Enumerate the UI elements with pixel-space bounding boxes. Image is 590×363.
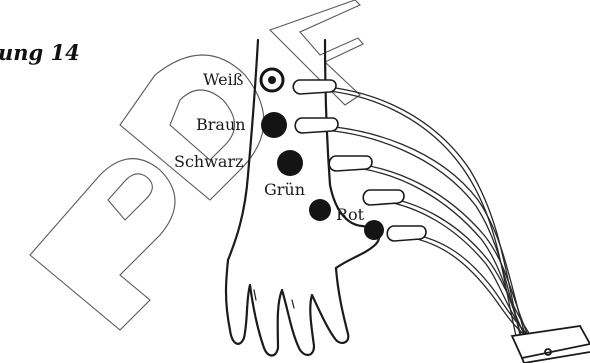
electrode-label-gruen: Grün — [264, 182, 305, 198]
electrode-green — [309, 199, 331, 221]
electrode-red — [364, 220, 384, 240]
electrode-label-braun: Braun — [196, 117, 246, 133]
electrode-label-weiss: Weiß — [203, 72, 243, 88]
electrode-brown — [261, 112, 287, 138]
electrode-label-rot: Rot — [336, 207, 364, 223]
electrode-label-schwarz: Schwarz — [174, 154, 244, 170]
electrode-white-center — [268, 76, 276, 84]
electrode-black — [277, 150, 303, 176]
